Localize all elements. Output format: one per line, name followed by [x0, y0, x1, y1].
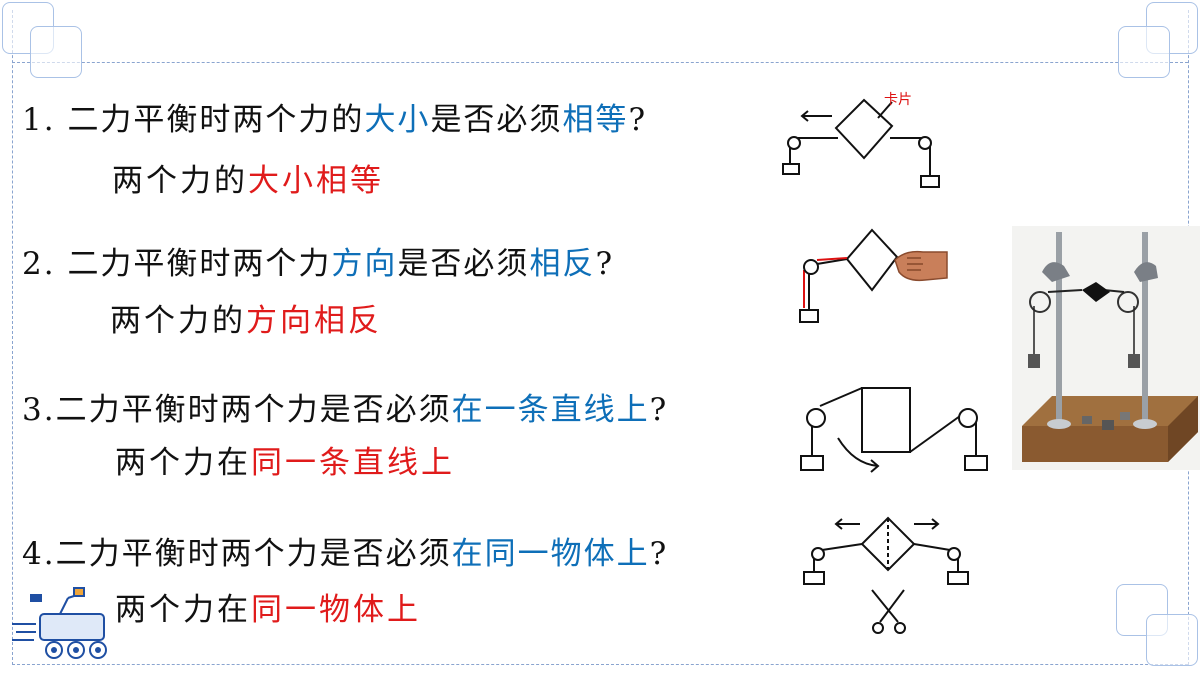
corner-ornament-bottom-right-inner — [1146, 614, 1198, 666]
question-1-keyword: 大小 — [364, 102, 431, 138]
question-2-suffix: ? — [595, 246, 615, 282]
question-1-suffix: ? — [628, 102, 648, 138]
answer-4-keyword: 同一物体上 — [251, 592, 421, 628]
pulley-right-icon — [918, 136, 932, 150]
question-3-prefix: 二力平衡时两个力是否必须 — [55, 392, 452, 428]
answer-1-keyword: 大小相等 — [248, 163, 384, 199]
robot-decoration-icon — [12, 587, 107, 659]
answer-2-keyword: 方向相反 — [246, 303, 382, 339]
question-2: 2. 二力平衡时两个力方向是否必须相反? — [22, 238, 614, 283]
question-3: 3.二力平衡时两个力是否必须在一条直线上? — [22, 384, 668, 429]
question-1-keyword-2: 相等 — [562, 102, 629, 138]
question-1-number: 1. — [22, 102, 68, 138]
question-4-suffix: ? — [649, 536, 669, 572]
answer-4-prefix: 两个力在 — [115, 592, 251, 628]
frame-bottom-line — [12, 664, 1188, 665]
corner-ornament-top-right-inner — [1118, 26, 1170, 78]
frame-top-line — [12, 62, 1188, 63]
answer-1: 两个力的大小相等 — [112, 155, 384, 200]
question-2-middle: 是否必须 — [397, 246, 530, 282]
question-1-middle: 是否必须 — [430, 102, 563, 138]
question-1-prefix: 二力平衡时两个力的 — [67, 102, 365, 138]
pulley-left-icon — [787, 136, 801, 150]
answer-2-prefix: 两个力的 — [110, 303, 246, 339]
question-3-suffix: ? — [649, 392, 669, 428]
question-3-number: 3. — [22, 392, 56, 428]
question-1: 1. 二力平衡时两个力的大小是否必须相等? — [22, 94, 647, 139]
pulley-right-icon — [958, 408, 978, 428]
scissors-icon — [871, 589, 906, 634]
answer-3-keyword: 同一条直线上 — [251, 445, 455, 481]
question-2-prefix: 二力平衡时两个力 — [67, 246, 332, 282]
question-4-prefix: 二力平衡时两个力是否必须 — [55, 536, 452, 572]
pulley-left-icon — [811, 547, 825, 561]
frame-left-line — [12, 10, 13, 665]
question-4-number: 4. — [22, 536, 56, 572]
question-4-keyword: 在同一物体上 — [451, 536, 650, 572]
answer-1-prefix: 两个力的 — [112, 163, 248, 199]
answer-2: 两个力的方向相反 — [110, 295, 382, 340]
figure-3-rotated-card — [800, 387, 988, 473]
question-3-keyword: 在一条直线上 — [451, 392, 650, 428]
question-4: 4.二力平衡时两个力是否必须在同一物体上? — [22, 528, 668, 573]
pulley-left-icon — [806, 408, 826, 428]
corner-ornament-top-left-inner — [30, 26, 82, 78]
answer-4: 两个力在同一物体上 — [115, 584, 421, 629]
apparatus-photo — [1012, 226, 1200, 470]
pulley-right-icon — [947, 547, 961, 561]
hand-icon — [894, 250, 948, 282]
figure-2-hand-twist — [799, 228, 948, 323]
answer-3: 两个力在同一条直线上 — [115, 437, 455, 482]
pulley-icon — [803, 259, 819, 275]
figure-1-card-pulleys: 卡片 — [782, 91, 940, 188]
question-2-keyword: 方向 — [331, 246, 398, 282]
answer-3-prefix: 两个力在 — [115, 445, 251, 481]
figure-4-scissors-cut — [803, 516, 969, 634]
question-2-keyword-2: 相反 — [529, 246, 596, 282]
question-2-number: 2. — [22, 246, 68, 282]
card-label: 卡片 — [884, 91, 912, 107]
